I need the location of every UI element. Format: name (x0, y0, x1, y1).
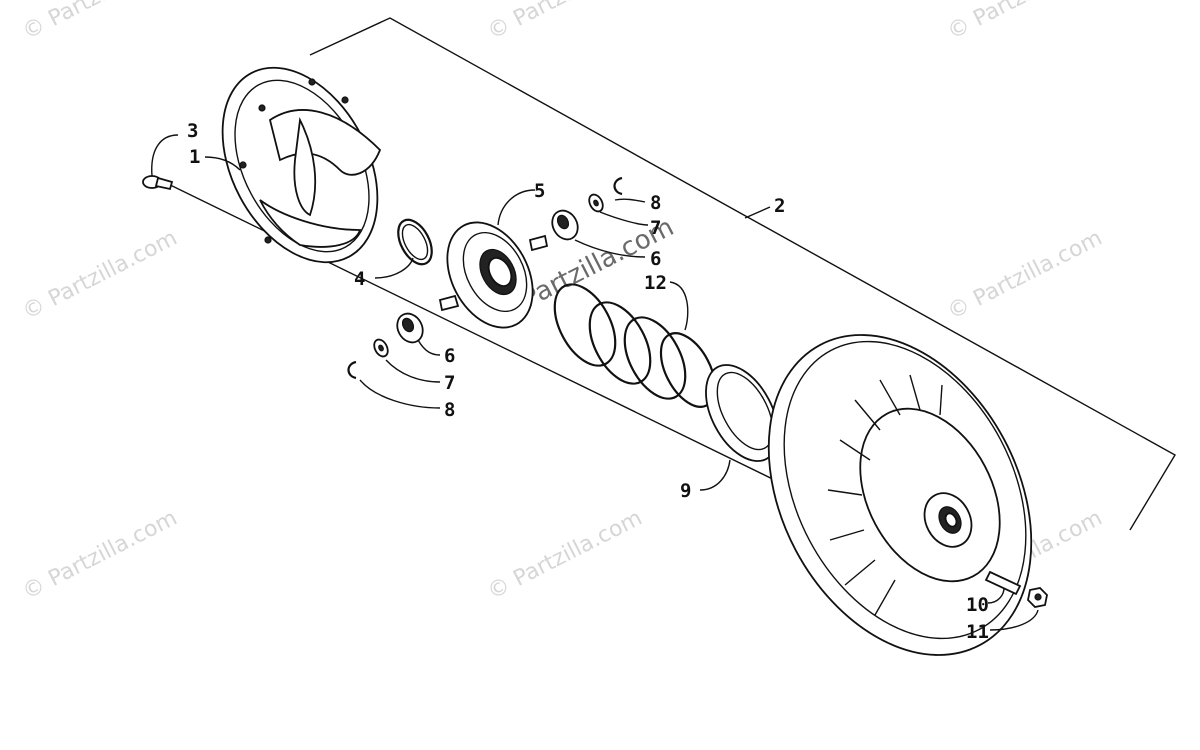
roller-part-6-lower (396, 312, 424, 344)
leader-11 (989, 609, 1039, 631)
leader-2 (744, 206, 771, 219)
pin-part-10 (984, 570, 1022, 596)
leader-10 (987, 587, 1005, 604)
leader-1 (204, 156, 241, 171)
clip-part-8-upper (613, 176, 623, 196)
housing-cover-part-1 (221, 66, 382, 264)
clip-part-8-lower (347, 360, 357, 380)
spring-part-12 (553, 283, 717, 408)
seal-ring-part-9 (705, 364, 779, 462)
leader-9 (699, 459, 731, 491)
sheave-assembly (767, 334, 1033, 656)
leader-6b (417, 339, 441, 356)
roller-part-6-upper (551, 209, 579, 241)
callout-10: 10 (966, 594, 989, 616)
leader-7b (385, 359, 441, 383)
callout-1: 1 (189, 146, 200, 168)
leader-6a (574, 239, 646, 258)
callout-3: 3 (187, 120, 198, 142)
callout-5: 5 (534, 180, 545, 202)
leader-3 (151, 134, 179, 177)
leader-12 (669, 281, 689, 331)
callout-7b: 7 (444, 372, 455, 394)
callout-8b: 8 (444, 399, 455, 421)
leader-8b (359, 379, 441, 409)
snap-ring-part-4 (397, 218, 433, 266)
nut-part-11 (1027, 587, 1048, 608)
leader-5 (497, 189, 536, 226)
callout-6a: 6 (650, 248, 661, 270)
callout-8a: 8 (650, 192, 661, 214)
spider-hub-part-5 (438, 221, 549, 329)
leader-7a (599, 211, 649, 226)
screw-part-3 (142, 175, 174, 191)
callout-7a: 7 (650, 217, 661, 239)
washer-part-7-upper (588, 193, 604, 213)
callout-4: 4 (354, 268, 365, 290)
callout-2: 2 (774, 195, 785, 217)
callout-9: 9 (680, 480, 691, 502)
callout-6b: 6 (444, 345, 455, 367)
leader-4 (374, 257, 414, 279)
callout-12: 12 (644, 272, 667, 294)
washer-part-7-lower (373, 338, 389, 358)
callout-11: 11 (966, 621, 989, 643)
assembly-bracket (309, 17, 1176, 531)
leader-8a (614, 198, 646, 203)
